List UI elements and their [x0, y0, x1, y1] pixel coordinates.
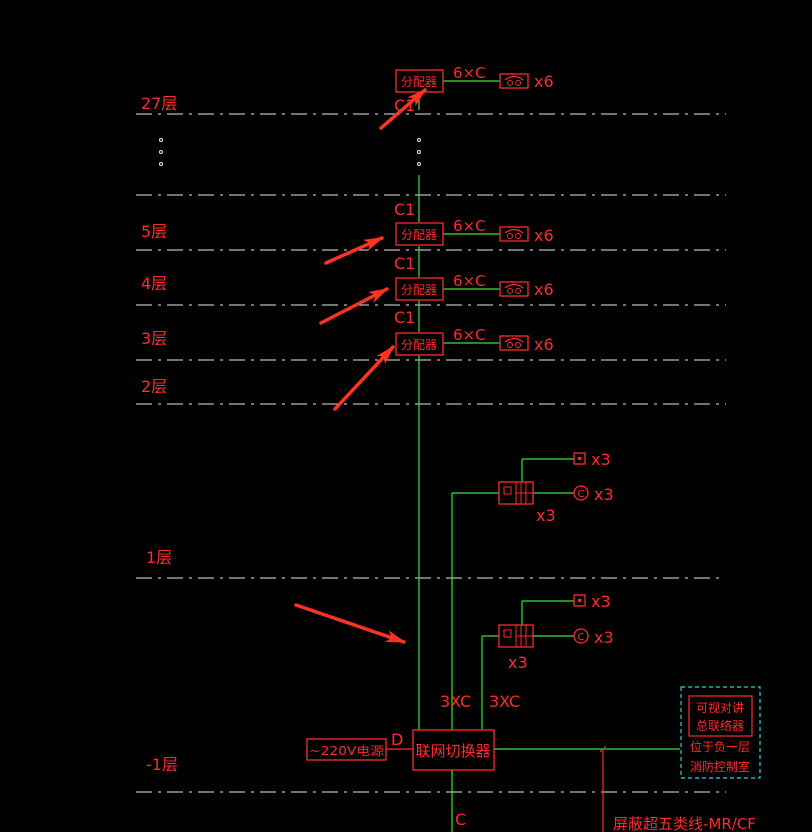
block-mult-upper: x3 [536, 506, 556, 525]
power-label: ~220V电源 [309, 744, 384, 758]
cable-label-27: 6×C [453, 64, 486, 82]
riser-label-5: C1 [394, 200, 415, 219]
annotation-arrow-icon [294, 603, 406, 644]
splitter-label: 分配器 [401, 228, 437, 242]
phone-handset-icon [499, 226, 529, 242]
camera-mult-lower: x3 [594, 628, 614, 647]
switcher-label: 联网切换器 [415, 742, 490, 760]
floor-label-b1: -1层 [146, 755, 178, 774]
floor-label-1: 1层 [146, 548, 172, 567]
riser-label-3: C1 [394, 308, 415, 327]
cable-label-3: 6×C [453, 326, 486, 344]
camera-icon [573, 628, 589, 644]
ellipsis-dots [159, 138, 421, 166]
green-wiring [418, 80, 680, 832]
terminal-block-icon [498, 624, 534, 648]
mult-label-3: x6 [534, 335, 554, 354]
floor-label-3: 3层 [141, 329, 167, 348]
network-switcher: 联网切换器 [412, 729, 495, 771]
floor-label-27: 27层 [141, 94, 177, 113]
splitter-5: 分配器 [395, 222, 444, 246]
splitter-3: 分配器 [395, 332, 444, 356]
riser-label-4: C1 [394, 254, 415, 273]
terminal-block-icon [498, 481, 534, 505]
lock-mult-upper: x3 [591, 450, 611, 469]
door-lock-icon [573, 452, 586, 465]
annotation-arrow-icon [379, 88, 427, 130]
trunk-label-right: 3XC [489, 692, 520, 711]
splitter-4: 分配器 [395, 277, 444, 301]
master-note-1: 位于负一层 [690, 739, 750, 754]
lock-mult-lower: x3 [591, 592, 611, 611]
cable-label-5: 6×C [453, 217, 486, 235]
cable-tick [599, 745, 607, 753]
trunk-label-down: C [455, 810, 466, 829]
floor-label-4: 4层 [141, 274, 167, 293]
annotation-arrow-icon [333, 345, 395, 411]
master-title-2: 总联络器 [696, 718, 744, 733]
bottom-cable-label: 屏蔽超五类线-MR/CF [613, 815, 756, 832]
camera-mult-upper: x3 [594, 485, 614, 504]
mult-label-27: x6 [534, 72, 554, 91]
block-mult-lower: x3 [508, 653, 528, 672]
splitter-label: 分配器 [401, 338, 437, 352]
power-d-label: D [391, 730, 403, 749]
power-source: ~220V电源 [306, 738, 387, 761]
phone-handset-icon [499, 335, 529, 351]
annotation-arrow-icon [319, 287, 389, 325]
camera-icon [573, 485, 589, 501]
trunk-label-left: 3XC [440, 692, 471, 711]
phone-handset-icon [499, 281, 529, 297]
master-unit: 可视对讲 总联络器 位于负一层 消防控制室 [680, 686, 761, 779]
master-title-1: 可视对讲 [696, 700, 744, 715]
floor-lines [136, 113, 726, 793]
splitter-label: 分配器 [401, 75, 437, 89]
floor-label-2: 2层 [141, 377, 167, 396]
phone-handset-icon [499, 73, 529, 89]
mult-label-4: x6 [534, 280, 554, 299]
cable-label-4: 6×C [453, 272, 486, 290]
mult-label-5: x6 [534, 226, 554, 245]
door-lock-icon [573, 594, 586, 607]
splitter-27: 分配器 [395, 69, 444, 93]
annotation-arrow-icon [324, 236, 384, 265]
splitter-label: 分配器 [401, 283, 437, 297]
master-note-2: 消防控制室 [690, 759, 750, 774]
floor-label-5: 5层 [141, 222, 167, 241]
